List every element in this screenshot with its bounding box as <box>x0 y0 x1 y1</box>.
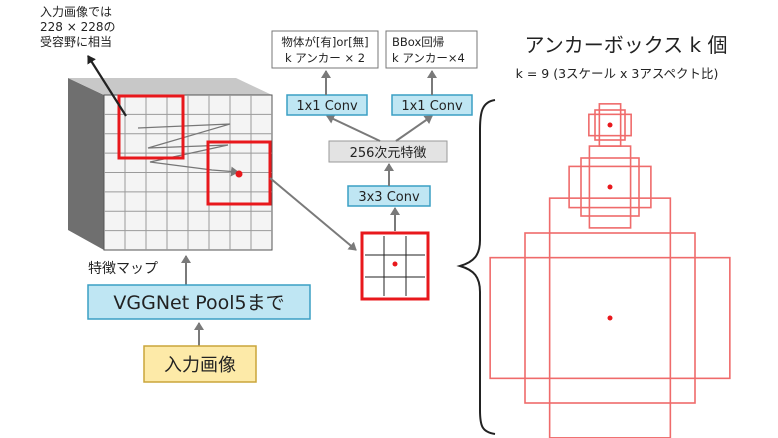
feature-map-label: 特徴マップ <box>88 261 158 277</box>
feature-map-cube <box>68 78 273 251</box>
cls-output-line2: k アンカー × 2 <box>285 51 365 65</box>
receptive-note-line2: 228 × 228の <box>40 20 116 34</box>
anchor-center-dot <box>607 184 613 190</box>
features256-box <box>328 140 448 163</box>
cube-left-face <box>68 78 104 250</box>
cls-output-line1: 物体が[有]or[無] <box>281 35 368 49</box>
anchor-box <box>489 256 731 380</box>
receptive-window-center <box>206 140 272 206</box>
curly-brace <box>456 99 496 435</box>
backbone-box <box>87 284 311 320</box>
anchor-box <box>588 113 632 137</box>
anchor-title: アンカーボックス k 個 <box>525 33 728 57</box>
backbone-label: VGGNet Pool5まで <box>113 292 284 314</box>
conv3x3-label: 3x3 Conv <box>358 190 420 205</box>
reg-conv-label: 1x1 Conv <box>401 99 463 114</box>
anchor-boxes <box>489 103 731 438</box>
cls-output-box <box>271 30 379 69</box>
note-arrow <box>87 55 127 117</box>
anchor-subtitle: k = 9 (3スケール x 3アスペクト比) <box>516 66 719 81</box>
anchor-box <box>580 157 640 217</box>
anchor-box <box>594 109 626 141</box>
reg-output-box <box>385 30 478 69</box>
features256-label: 256次元特徴 <box>350 145 427 161</box>
sliding-3x3-window <box>360 231 430 301</box>
reg-output-line1: BBox回帰 <box>392 35 444 49</box>
input-box <box>143 345 257 383</box>
reg-output-line2: k アンカー×4 <box>392 51 465 65</box>
features-to-reg-arrow <box>395 115 433 142</box>
cls-conv-label: 1x1 Conv <box>296 99 358 114</box>
window-to-3x3-arrow <box>269 177 357 251</box>
anchor-box <box>568 165 652 209</box>
features-to-cls-arrow <box>326 114 381 142</box>
input-label: 入力画像 <box>164 355 236 376</box>
sliding-window-path <box>137 123 239 177</box>
anchor-center-dot <box>607 122 613 128</box>
anchor-box <box>524 232 696 404</box>
anchor-box <box>588 145 632 229</box>
window-3x3-center-dot <box>392 261 398 267</box>
window-center-dot <box>235 170 243 178</box>
receptive-note-line1: 入力画像では <box>40 5 112 19</box>
receptive-note-line3: 受容野に相当 <box>40 34 112 49</box>
anchor-center-dot <box>607 315 613 321</box>
receptive-window-top-left <box>117 94 185 160</box>
cube-top-strip <box>68 78 272 95</box>
window-3x3-outer <box>360 231 430 301</box>
feature-map-grid <box>104 95 272 250</box>
